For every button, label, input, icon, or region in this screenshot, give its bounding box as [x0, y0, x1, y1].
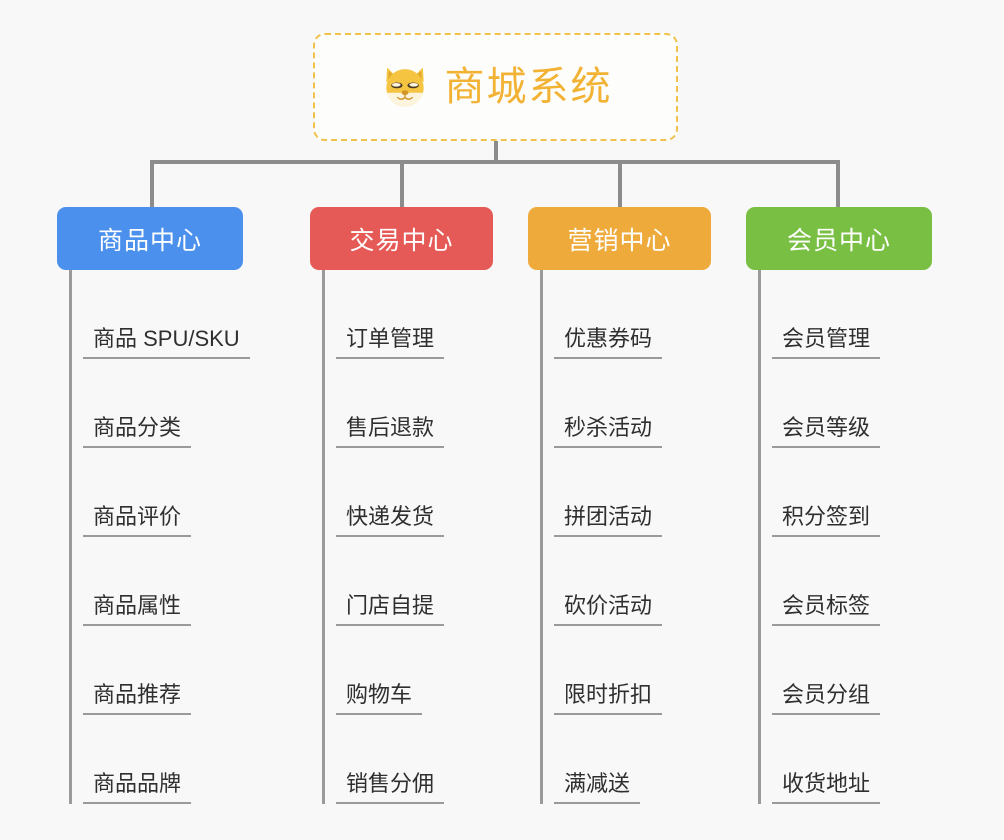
root-stem-connector	[494, 141, 498, 163]
root-title: 商城系统	[444, 65, 613, 109]
category-box-product-center[interactable]: 商品中心	[57, 207, 243, 270]
item-list-product-center: 商品 SPU/SKU 商品分类 商品评价 商品属性 商品推荐 商品品牌	[57, 270, 250, 804]
item-label: 拼团活动	[554, 504, 663, 537]
item-label: 会员管理	[772, 326, 881, 359]
shiba-dog-face-icon	[379, 61, 431, 113]
item-list-marketing-center: 优惠券码 秒杀活动 拼团活动 砍价活动 限时折扣 满减送	[528, 270, 711, 804]
item-label: 商品评价	[83, 504, 192, 537]
category-box-marketing-center[interactable]: 营销中心	[528, 207, 711, 270]
item-label: 商品 SPU/SKU	[83, 326, 250, 359]
item-label: 商品分类	[83, 415, 192, 448]
item-list-member-center: 会员管理 会员等级 积分签到 会员标签 会员分组 收货地址	[746, 270, 932, 804]
list-item[interactable]: 门店自提	[310, 537, 493, 626]
list-item[interactable]: 商品分类	[57, 359, 243, 448]
column-spine	[540, 270, 543, 804]
list-item[interactable]: 会员管理	[746, 270, 932, 359]
list-item[interactable]: 商品品牌	[57, 715, 243, 804]
list-item[interactable]: 秒杀活动	[528, 359, 711, 448]
list-item[interactable]: 积分签到	[746, 448, 932, 537]
list-item[interactable]: 满减送	[528, 715, 711, 804]
item-label: 会员等级	[772, 415, 881, 448]
item-label: 满减送	[554, 771, 641, 804]
item-label: 商品属性	[83, 593, 192, 626]
item-list-trade-center: 订单管理 售后退款 快递发货 门店自提 购物车 销售分佣	[310, 270, 493, 804]
list-item[interactable]: 限时折扣	[528, 626, 711, 715]
branch-drop-connector-2	[400, 160, 404, 207]
list-item[interactable]: 会员标签	[746, 537, 932, 626]
item-label: 订单管理	[336, 326, 445, 359]
column-spine	[69, 270, 72, 804]
item-label: 积分签到	[772, 504, 881, 537]
list-item[interactable]: 快递发货	[310, 448, 493, 537]
branch-drop-connector-4	[836, 160, 840, 207]
branch-column-member-center: 会员中心 会员管理 会员等级 积分签到 会员标签 会员分组 收货地址	[746, 207, 932, 804]
list-item[interactable]: 售后退款	[310, 359, 493, 448]
category-label: 会员中心	[786, 226, 891, 255]
item-label: 收货地址	[772, 771, 881, 804]
category-box-member-center[interactable]: 会员中心	[746, 207, 932, 270]
category-label: 营销中心	[567, 226, 672, 255]
list-item[interactable]: 商品 SPU/SKU	[57, 270, 250, 359]
list-item[interactable]: 商品评价	[57, 448, 243, 537]
list-item[interactable]: 会员等级	[746, 359, 932, 448]
item-label: 快递发货	[336, 504, 445, 537]
item-label: 商品品牌	[83, 771, 192, 804]
item-label: 会员分组	[772, 682, 881, 715]
list-item[interactable]: 会员分组	[746, 626, 932, 715]
list-item[interactable]: 拼团活动	[528, 448, 711, 537]
item-label: 秒杀活动	[554, 415, 663, 448]
item-label: 商品推荐	[83, 682, 192, 715]
list-item[interactable]: 订单管理	[310, 270, 493, 359]
item-label: 销售分佣	[336, 771, 445, 804]
branch-column-marketing-center: 营销中心 优惠券码 秒杀活动 拼团活动 砍价活动 限时折扣 满减送	[528, 207, 711, 804]
column-spine	[758, 270, 761, 804]
branch-drop-connector-1	[150, 160, 154, 207]
list-item[interactable]: 销售分佣	[310, 715, 493, 804]
list-item[interactable]: 砍价活动	[528, 537, 711, 626]
item-label: 限时折扣	[554, 682, 663, 715]
category-label: 交易中心	[349, 226, 454, 255]
category-box-trade-center[interactable]: 交易中心	[310, 207, 493, 270]
horizontal-bus-connector	[150, 160, 840, 164]
list-item[interactable]: 优惠券码	[528, 270, 711, 359]
root-node[interactable]: 商城系统	[313, 33, 678, 141]
item-label: 购物车	[336, 682, 423, 715]
item-label: 门店自提	[336, 593, 445, 626]
list-item[interactable]: 商品推荐	[57, 626, 243, 715]
column-spine	[322, 270, 325, 804]
item-label: 会员标签	[772, 593, 881, 626]
list-item[interactable]: 收货地址	[746, 715, 932, 804]
branch-drop-connector-3	[618, 160, 622, 207]
category-label: 商品中心	[97, 226, 202, 255]
branch-column-trade-center: 交易中心 订单管理 售后退款 快递发货 门店自提 购物车 销售分佣	[310, 207, 493, 804]
list-item[interactable]: 购物车	[310, 626, 493, 715]
list-item[interactable]: 商品属性	[57, 537, 243, 626]
item-label: 砍价活动	[554, 593, 663, 626]
item-label: 售后退款	[336, 415, 445, 448]
branch-column-product-center: 商品中心 商品 SPU/SKU 商品分类 商品评价 商品属性 商品推荐 商品品牌	[57, 207, 250, 804]
item-label: 优惠券码	[554, 326, 663, 359]
